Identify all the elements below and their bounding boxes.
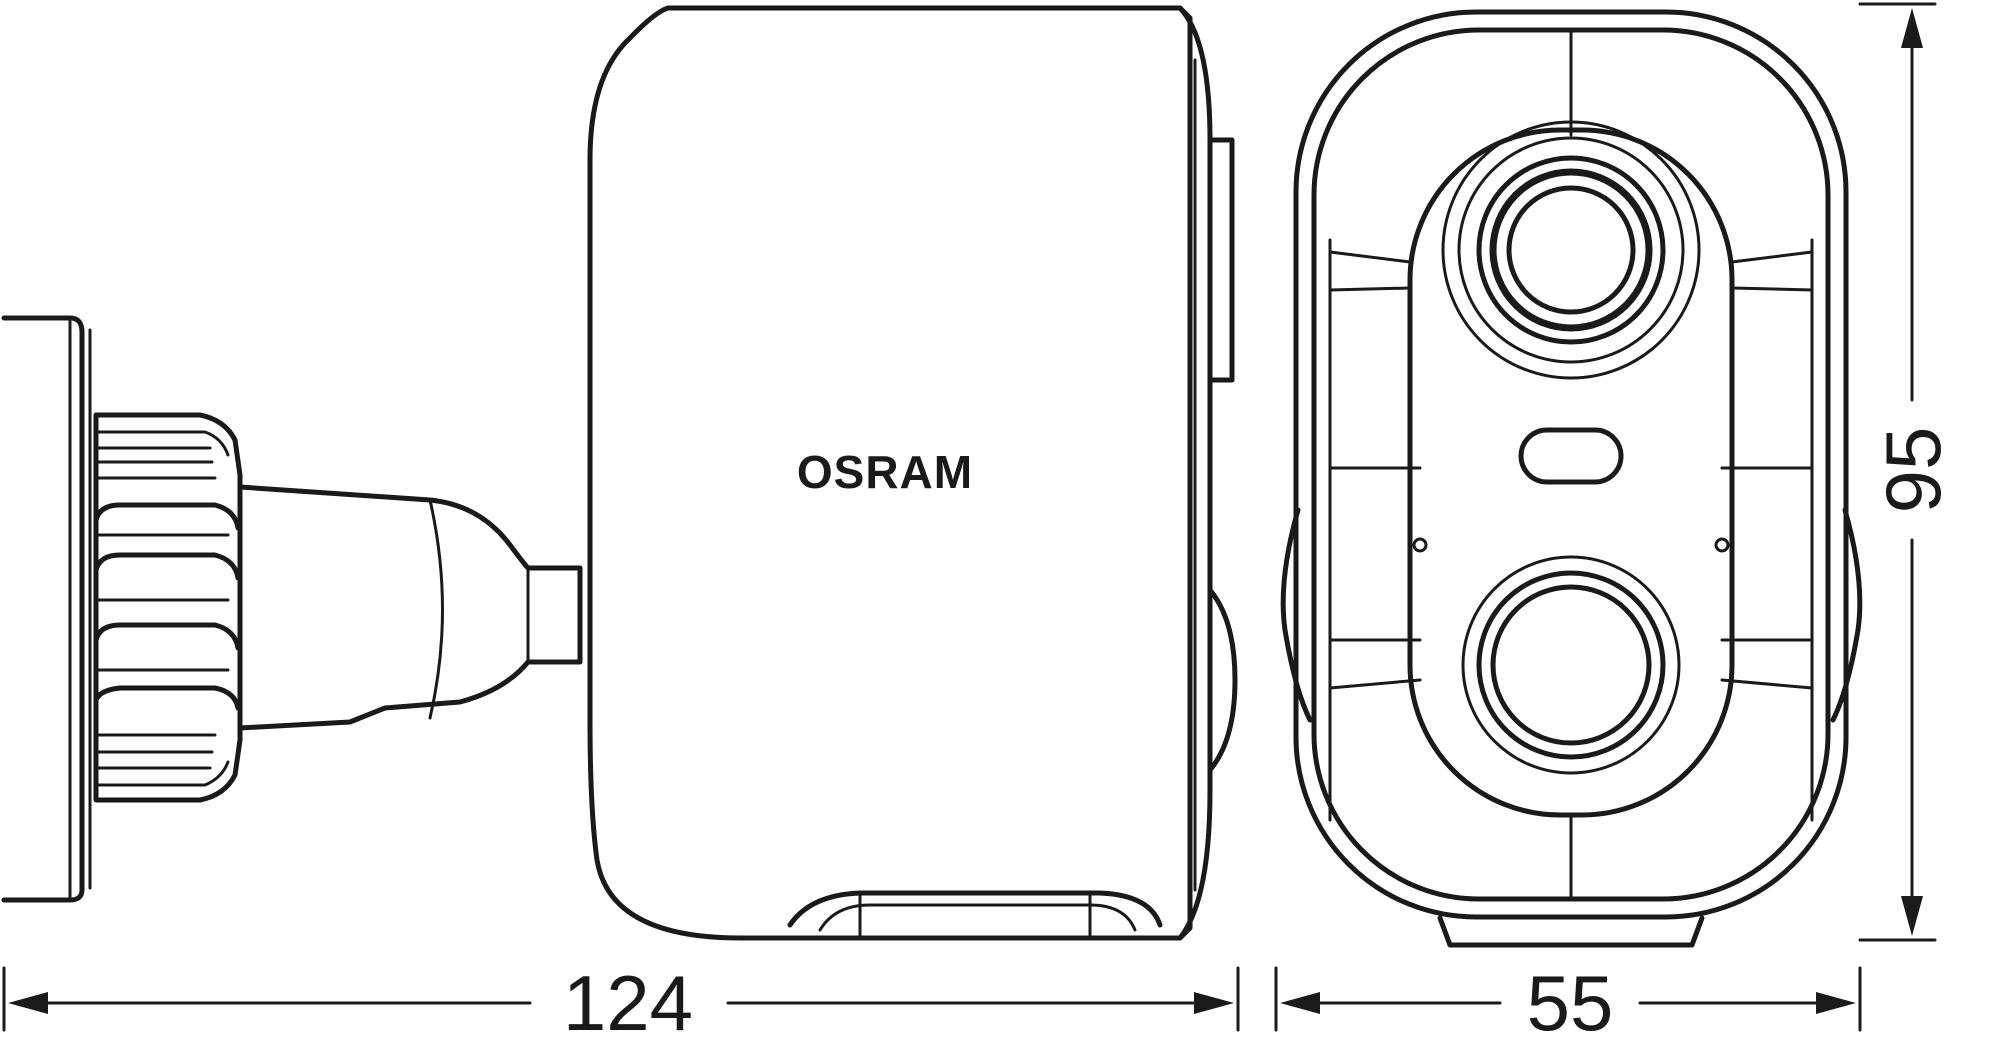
camera-body-side: OSRAM (587, 5, 1238, 941)
side-view: OSRAM (1, 5, 1238, 941)
mount-collar (93, 412, 243, 803)
front-view (1280, 9, 1863, 948)
dimension-label-55: 55 (1527, 959, 1614, 1043)
pir-lens (1461, 555, 1681, 775)
dimension-height: 95 (1858, 2, 1957, 942)
front-housing-outer (1293, 9, 1849, 920)
sensor-window (1518, 427, 1624, 485)
dimension-label-95: 95 (1869, 427, 1957, 514)
camera-lens (1441, 120, 1701, 380)
front-center-capsule (1407, 127, 1735, 818)
screw-right (1714, 537, 1730, 553)
screw-left (1412, 537, 1428, 553)
wall-plate (1, 315, 92, 903)
brand-logo: OSRAM (797, 446, 973, 498)
dimension-width-side: 124 (2, 959, 1240, 1043)
dimension-width-front: 55 (1274, 959, 1862, 1043)
dimension-label-124: 124 (563, 959, 693, 1043)
mount-arm (237, 484, 583, 731)
